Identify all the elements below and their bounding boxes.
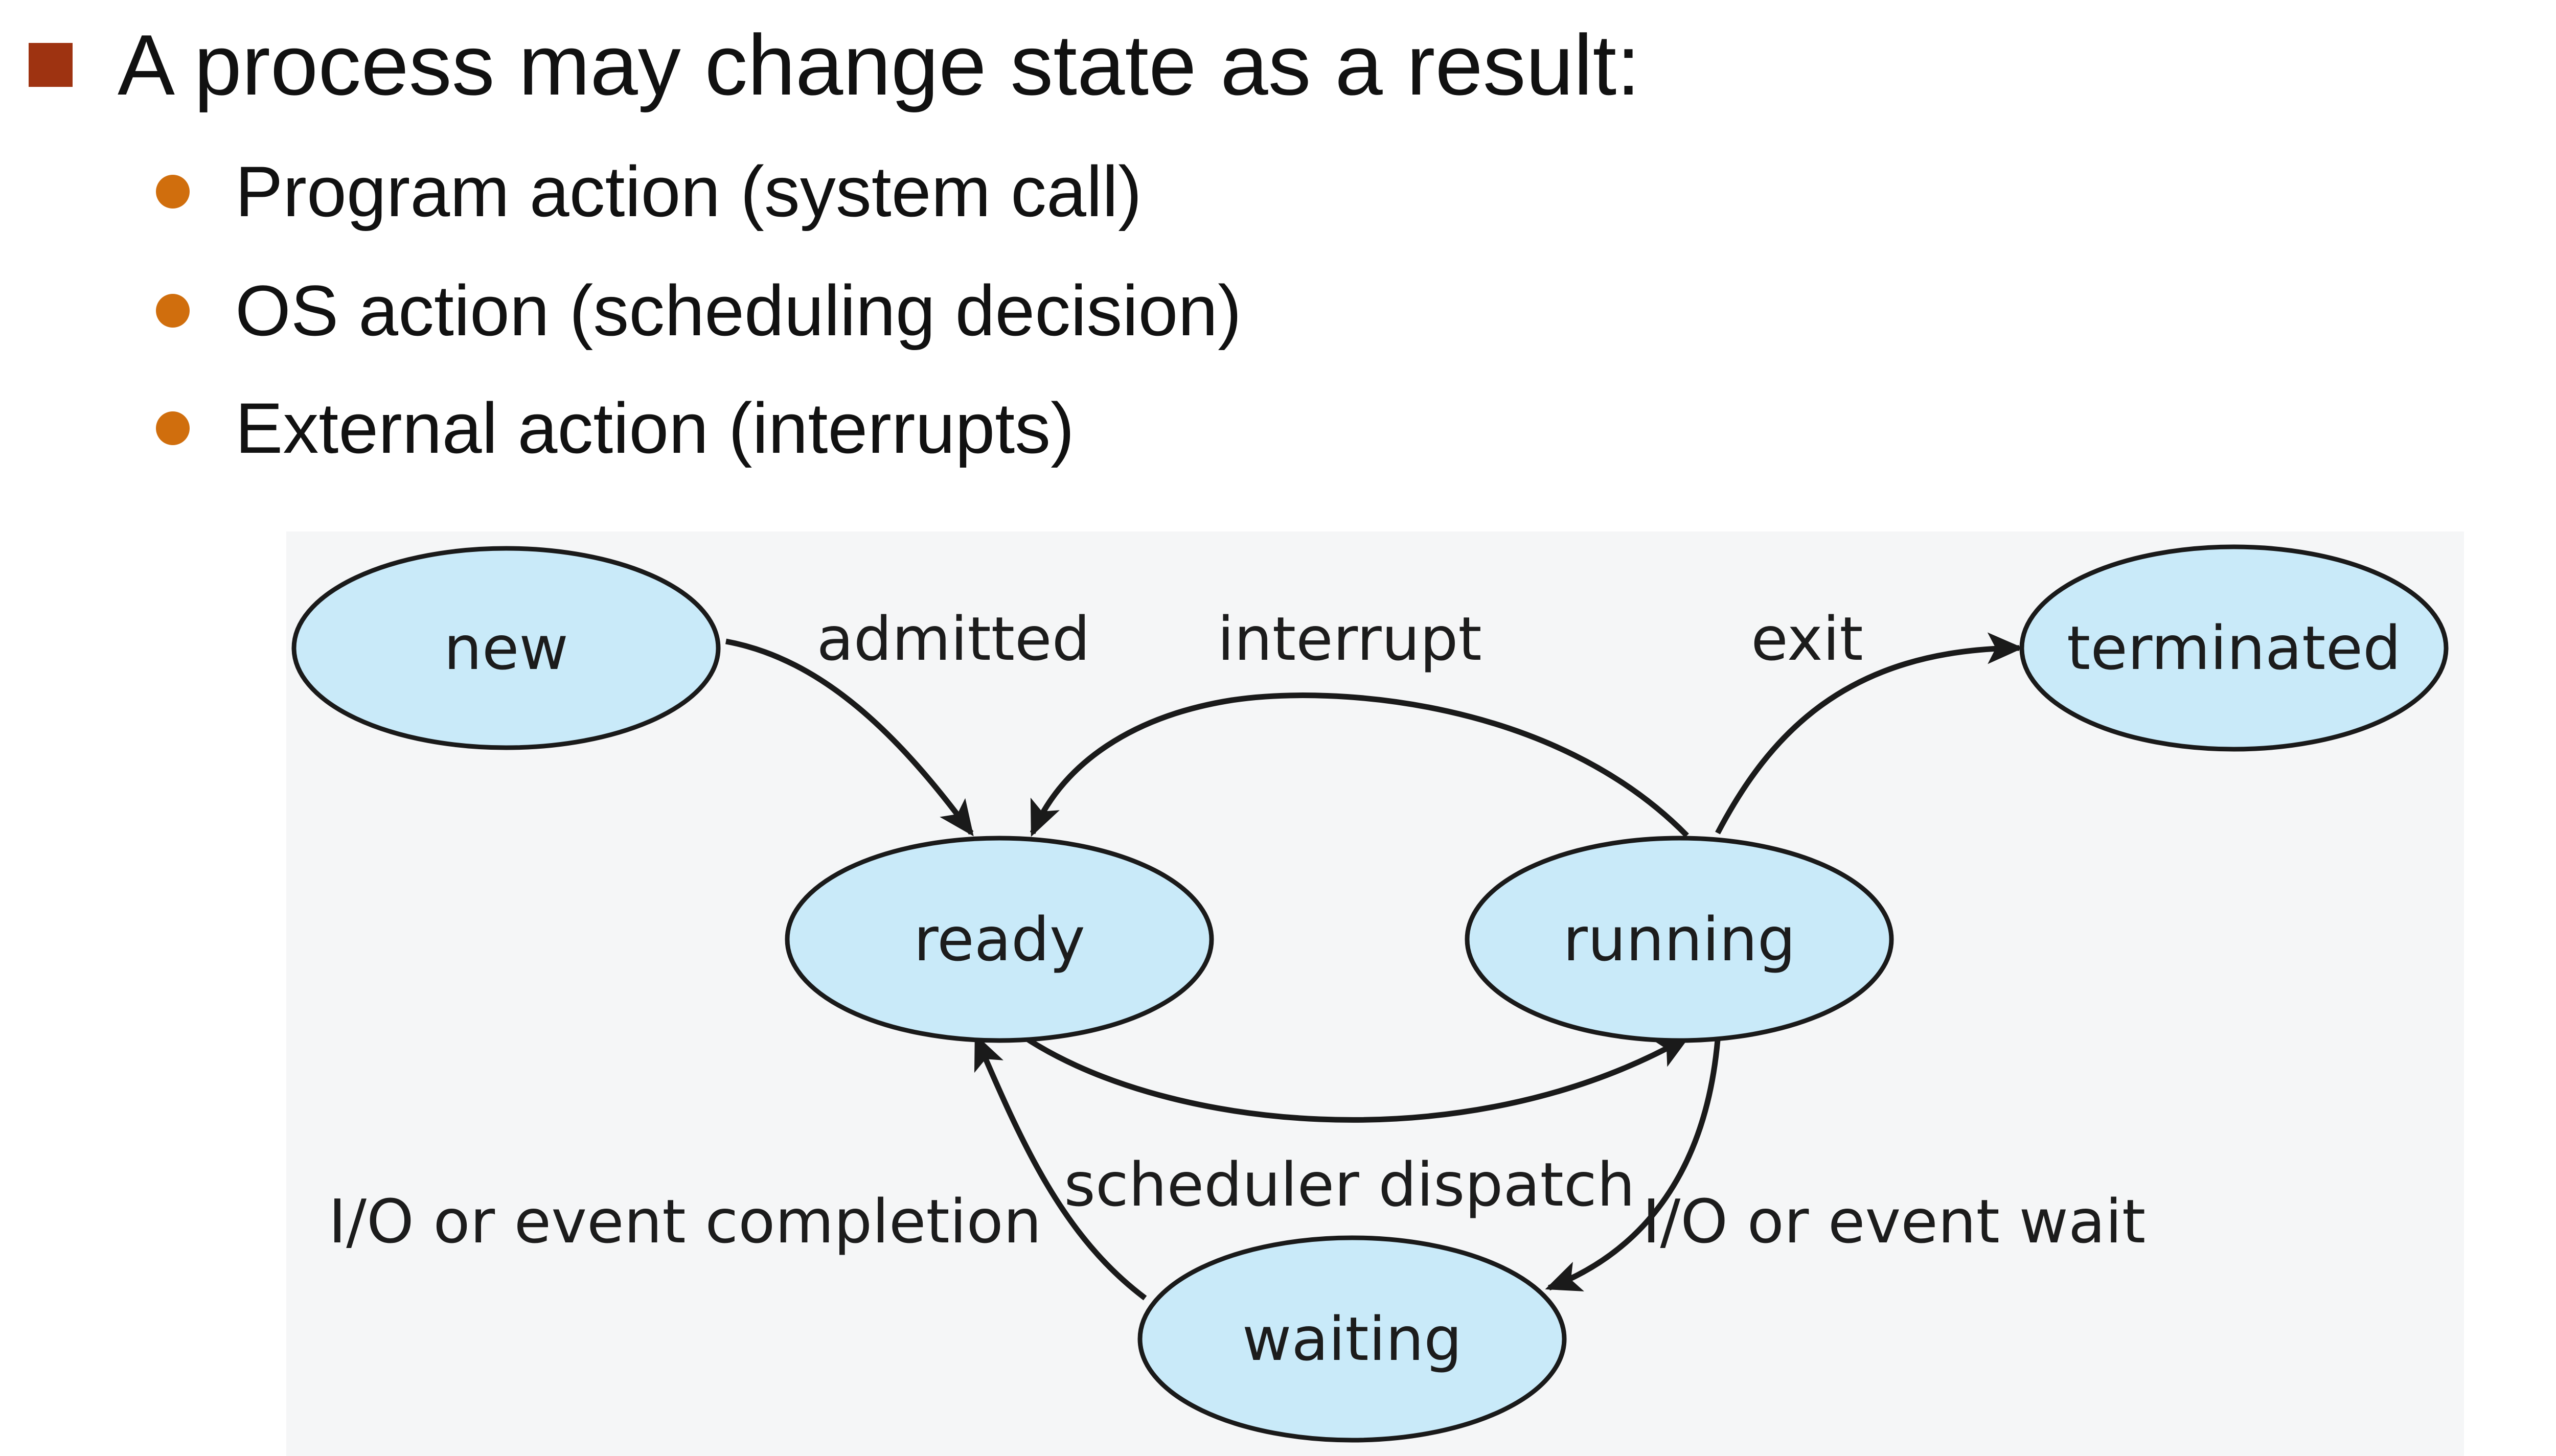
process-state-diagram: new ready running terminated waiting adm… — [286, 531, 2464, 1456]
bullet-program-action: Program action (system call) — [235, 151, 1142, 232]
state-terminated-label: terminated — [2067, 613, 2401, 683]
state-running-shape — [1465, 836, 1894, 1043]
arrow-interrupt — [1030, 692, 1689, 838]
arrow-admitted — [725, 638, 974, 837]
sub-bullet-dot — [156, 294, 190, 328]
arrow-io-event-wait — [1545, 1039, 1721, 1291]
state-ready-label: ready — [914, 904, 1085, 975]
state-running: running — [1465, 836, 1894, 1043]
state-waiting: waiting — [1137, 1235, 1567, 1443]
state-running-label: running — [1563, 904, 1795, 975]
bullet-os-action: OS action (scheduling decision) — [235, 270, 1242, 351]
state-new-label: new — [444, 613, 568, 683]
state-ready-shape — [785, 836, 1214, 1043]
bullet-external-action: External action (interrupts) — [235, 388, 1075, 468]
label-admitted: admitted — [817, 604, 1090, 674]
arrow-exit — [1715, 632, 2023, 835]
label-scheduler-dispatch: scheduler dispatch — [1064, 1149, 1635, 1220]
label-exit: exit — [1751, 604, 1863, 674]
label-interrupt: interrupt — [1217, 604, 1481, 674]
label-io-event-completion: I/O or event completion — [328, 1186, 1041, 1257]
slide-heading: A process may change state as a result: — [118, 17, 1640, 113]
state-waiting-shape — [1137, 1235, 1567, 1443]
sub-bullet-dot — [156, 411, 190, 445]
state-new: new — [291, 546, 721, 750]
state-terminated: terminated — [2019, 544, 2449, 752]
arrow-io-event-completion — [973, 1033, 1147, 1301]
arrow-scheduler-dispatch — [1015, 1030, 1691, 1123]
state-new-shape — [291, 546, 721, 750]
main-bullet-square — [29, 43, 73, 87]
state-waiting-label: waiting — [1242, 1304, 1462, 1374]
state-ready: ready — [785, 836, 1214, 1043]
sub-bullet-dot — [156, 175, 190, 209]
label-io-event-wait: I/O or event wait — [1642, 1186, 2146, 1257]
state-terminated-shape — [2019, 544, 2449, 752]
